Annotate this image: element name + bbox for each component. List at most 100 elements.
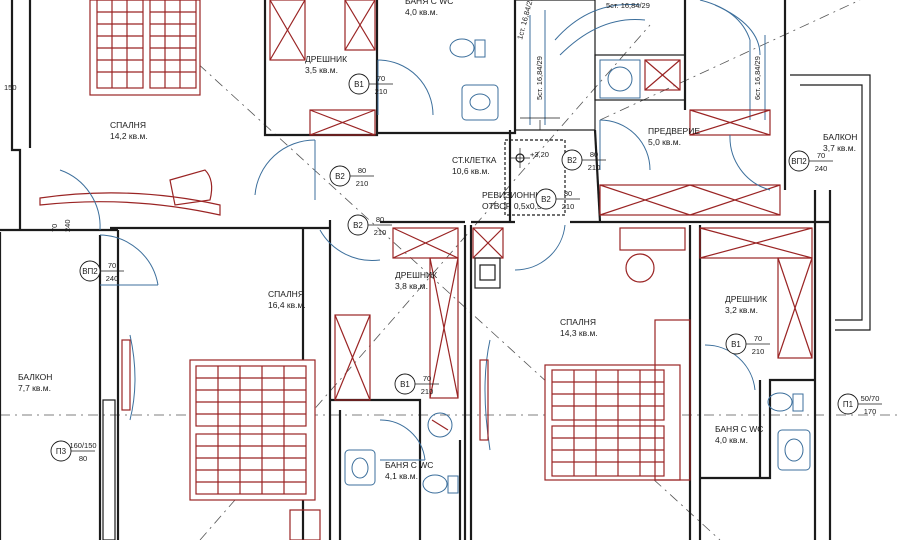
door-height: 210 <box>375 87 388 96</box>
room-area: 4,0 кв.м. <box>715 435 748 445</box>
sink-icon <box>344 84 811 486</box>
room-name: ДРЕШНИК <box>305 54 347 64</box>
door-tag: В1 70 210 <box>725 333 770 356</box>
door-height: 210 <box>374 228 387 237</box>
room-label-bath_e: БАНЯ С WC4,0 кв.м. <box>715 424 763 445</box>
door-code: ВП2 <box>791 157 807 166</box>
door-code: В2 <box>335 172 345 181</box>
door-width: 80 <box>564 189 572 198</box>
wardrobe-icon <box>269 0 813 401</box>
room-label-bath_n: БАНЯ С WC4,0 кв.м. <box>405 0 453 17</box>
room-area: ОТВОР 0,5х0,5 <box>482 201 542 211</box>
toilet-icon <box>422 38 804 494</box>
desk-icon <box>39 192 686 251</box>
bed-icon <box>89 0 201 96</box>
room-name: БАНЯ С WC <box>405 0 453 6</box>
door-code: П1 <box>843 400 854 409</box>
room-name: БАЛКОН <box>823 132 857 142</box>
door-height: 80 <box>79 454 87 463</box>
room-area: 7,7 кв.м. <box>18 383 51 393</box>
door-code: В1 <box>400 380 410 389</box>
annotation-label: 6ст. 16,84/29 <box>753 56 762 100</box>
door-tag: В2 80 210 <box>329 165 374 188</box>
door-width: 160/150 <box>69 441 96 450</box>
room-label-bath_c: БАНЯ С WC4,1 кв.м. <box>385 460 433 481</box>
door-code: В2 <box>353 221 363 230</box>
room-area: 3,7 кв.м. <box>823 143 856 153</box>
staircase-icon <box>520 0 766 130</box>
annotation-label: 1ст. 16,84/29 <box>515 0 535 41</box>
room-name: БАНЯ С WC <box>385 460 433 470</box>
annotation-label: 70 <box>50 224 59 232</box>
room-name: СПАЛНЯ <box>560 317 596 327</box>
annotation-label: 5ст. 16,84/29 <box>606 1 650 10</box>
door-height: 210 <box>356 179 369 188</box>
room-area: 14,3 кв.м. <box>560 328 598 338</box>
door-code: В2 <box>567 156 577 165</box>
room-area: 4,0 кв.м. <box>405 7 438 17</box>
room-name: ДРЕШНИК <box>725 294 767 304</box>
door-tag: В1 70 210 <box>348 73 393 96</box>
room-area: 3,8 кв.м. <box>395 281 428 291</box>
room-name: БАНЯ С WC <box>715 424 763 434</box>
door-code: П3 <box>56 447 67 456</box>
room-area: 10,6 кв.м. <box>452 166 490 176</box>
door-height: 170 <box>864 407 877 416</box>
door-width: 80 <box>376 215 384 224</box>
room-area: 4,1 кв.м. <box>385 471 418 481</box>
revision-hatch <box>504 139 566 216</box>
door-tag: В1 70 210 <box>394 373 439 396</box>
door-height: 210 <box>588 163 601 172</box>
annotation-label: 150 <box>4 83 17 92</box>
room-area: 3,2 кв.м. <box>725 305 758 315</box>
door-code: В2 <box>541 195 551 204</box>
annotation-label: +3,20 <box>530 150 549 159</box>
door-height: 210 <box>752 347 765 356</box>
room-name: БАЛКОН <box>18 372 52 382</box>
door-width: 70 <box>108 261 116 270</box>
room-name: СТ.КЛЕТКА <box>452 155 497 165</box>
door-height: 210 <box>421 387 434 396</box>
room-area: 14,2 кв.м. <box>110 131 148 141</box>
room-area: 5,0 кв.м. <box>648 137 681 147</box>
room-name: ПРЕДВЕРИЕ <box>648 126 700 136</box>
door-width: 70 <box>377 74 385 83</box>
door-width: 80 <box>358 166 366 175</box>
door-swing-icon <box>59 59 771 461</box>
room-name: СПАЛНЯ <box>268 289 304 299</box>
room-name: ДРЕШНИК <box>395 270 437 280</box>
door-width: 70 <box>754 334 762 343</box>
door-width: 50/70 <box>861 394 880 403</box>
door-tag: П1 50/70 170 <box>837 393 882 416</box>
room-area: 3,5 кв.м. <box>305 65 338 75</box>
windows <box>102 257 501 540</box>
chair-icon <box>169 169 655 283</box>
bed-icon <box>189 359 316 501</box>
door-code: В1 <box>354 80 364 89</box>
door-height: 240 <box>815 164 828 173</box>
door-height: 240 <box>106 274 119 283</box>
door-tag: В2 80 210 <box>347 214 392 237</box>
door-code: В1 <box>731 340 741 349</box>
door-width: 70 <box>423 374 431 383</box>
room-area: 16,4 кв.м. <box>268 300 306 310</box>
bathtub-icon <box>427 59 641 438</box>
door-tags: В170210В280210В280210В280210В280210ВП270… <box>50 73 882 463</box>
annotation-label: 5ст. 16,84/29 <box>535 56 544 100</box>
bed-icon <box>544 319 691 481</box>
